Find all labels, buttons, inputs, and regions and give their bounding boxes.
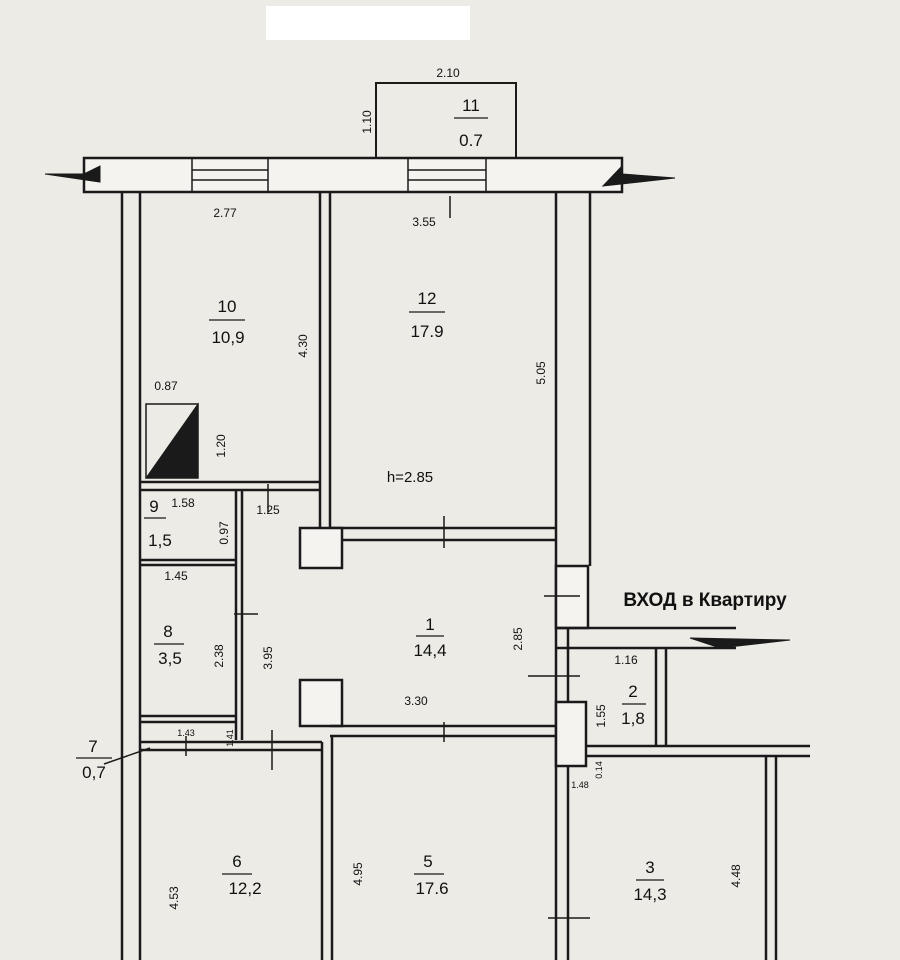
ceiling-height: h=2.85	[387, 469, 433, 486]
room-2-number: 2	[628, 682, 637, 701]
room-9-area: 1,5	[148, 531, 172, 550]
window-room-10	[191, 157, 269, 193]
dim-0-87: 0.87	[154, 379, 178, 393]
dim-1-45: 1.45	[164, 569, 188, 583]
dim-1-10: 1.10	[360, 110, 374, 134]
room-10-area: 10,9	[211, 328, 244, 347]
dim-1-43: 1.43	[177, 728, 195, 738]
dim-3-55: 3.55	[412, 215, 436, 229]
room-8-number: 8	[163, 622, 172, 641]
dim-2-10: 2.10	[436, 66, 460, 80]
room-3-number: 3	[645, 858, 654, 877]
dim-4-30: 4.30	[296, 334, 310, 358]
room-5-number: 5	[423, 852, 432, 871]
dim-1-41: 1.41	[225, 729, 235, 747]
room-6-number: 6	[232, 852, 241, 871]
entrance-label: ВХОД в Квартиру	[623, 590, 787, 611]
dim-3-30: 3.30	[404, 694, 428, 708]
dim-1-55: 1.55	[594, 704, 608, 728]
dim-2-38: 2.38	[212, 644, 226, 668]
dim-4-53: 4.53	[167, 886, 181, 910]
dim-1-58: 1.58	[171, 496, 195, 510]
walls	[44, 82, 810, 960]
room-5-area: 17.6	[415, 879, 448, 898]
dim-2-85: 2.85	[511, 627, 525, 651]
room-12-area: 17.9	[410, 322, 443, 341]
room-11-area: 0.7	[459, 131, 483, 150]
room-11-number: 11	[462, 96, 480, 115]
room-7-area: 0,7	[82, 763, 106, 782]
dim-5-05: 5.05	[534, 361, 548, 385]
room-1-number: 1	[425, 615, 434, 634]
dim-1-25: 1.25	[256, 503, 280, 517]
dim-1-16: 1.16	[614, 653, 638, 667]
dim-4-48: 4.48	[729, 864, 743, 888]
room-2-area: 1,8	[621, 709, 645, 728]
redacted-header	[266, 6, 470, 40]
dimension-ticks	[103, 196, 590, 919]
room-1-area: 14,4	[413, 641, 446, 660]
room-10-number: 10	[218, 297, 237, 316]
room-7-number: 7	[88, 737, 97, 756]
room-9-number: 9	[149, 497, 158, 516]
dim-1-20: 1.20	[214, 434, 228, 458]
dim-2-77: 2.77	[213, 206, 237, 220]
room-8-area: 3,5	[158, 649, 182, 668]
dim-3-95: 3.95	[261, 646, 275, 670]
dim-1-48: 1.48	[571, 780, 589, 790]
room-12-number: 12	[418, 289, 437, 308]
dimension-labels: 2.10 1.10 2.77 3.55 4.30 5.05 0.87 1.20 …	[154, 66, 743, 910]
room-3-area: 14,3	[633, 885, 666, 904]
room-labels: 1 14,4 2 1,8 3 14,3 5 17.6 6 12,2 7 0,7 …	[82, 96, 666, 904]
dim-4-95: 4.95	[351, 862, 365, 886]
dim-0-14: 0.14	[594, 761, 604, 779]
room-6-area: 12,2	[228, 879, 261, 898]
dim-0-97: 0.97	[217, 521, 231, 545]
room-number-underlines	[76, 117, 664, 881]
